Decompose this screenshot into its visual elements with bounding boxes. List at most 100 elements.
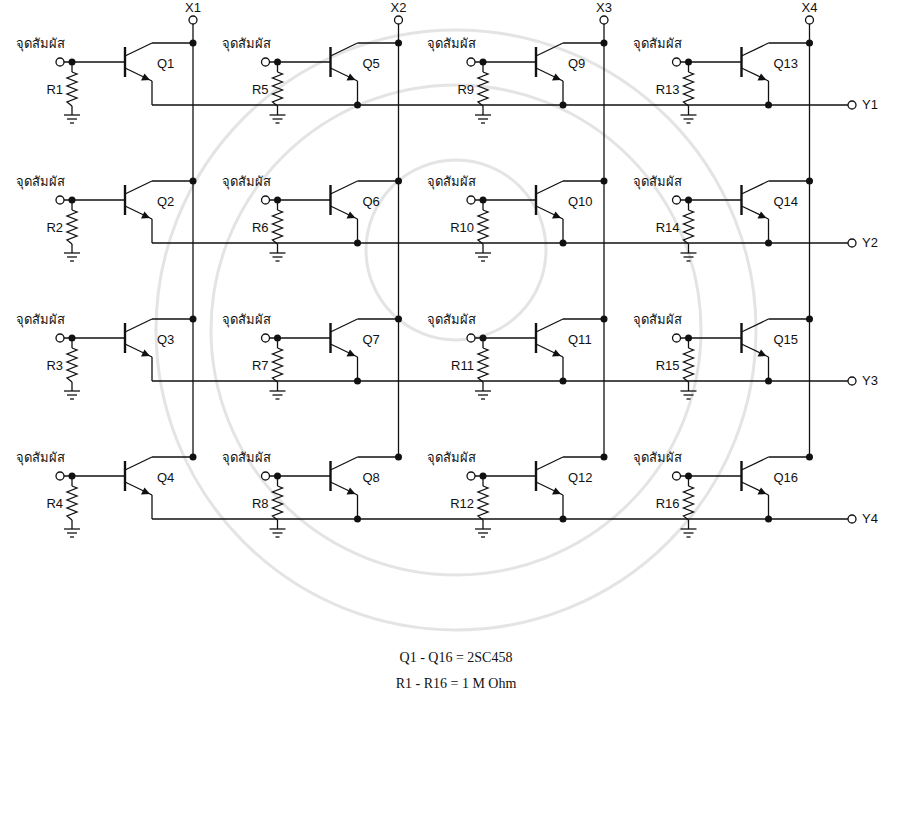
- emitter-wire: [357, 219, 358, 243]
- resistor-label: R12: [450, 496, 474, 511]
- row-line-y: [152, 380, 848, 381]
- collector-wire: [563, 318, 604, 319]
- transistor-base-bar: [740, 185, 742, 215]
- resistor-label: R8: [252, 496, 269, 511]
- emitter-wire: [357, 495, 358, 519]
- ground-symbol: [684, 118, 694, 119]
- transistor-base-bar: [740, 47, 742, 77]
- resistor-lead: [71, 476, 72, 486]
- transistor-collector: [331, 319, 358, 332]
- resistor-symbol: [478, 348, 488, 382]
- ground-symbol: [70, 398, 74, 399]
- emitter-wire: [562, 219, 563, 243]
- transistor-collector: [125, 181, 152, 194]
- transistor-label: Q9: [568, 56, 585, 71]
- ground-symbol: [684, 256, 694, 257]
- emitter-wire: [562, 357, 563, 381]
- resistor-symbol: [67, 486, 77, 520]
- row-line-y: [152, 242, 848, 243]
- terminal: [56, 334, 64, 342]
- resistor-lead: [482, 520, 483, 529]
- emitter-arrow: [141, 74, 150, 81]
- touch-point-label: จุดสัมผัส: [16, 450, 65, 465]
- transistor-label: Q16: [774, 470, 799, 485]
- resistor-symbol: [684, 72, 694, 106]
- terminal: [467, 196, 475, 204]
- terminal: [189, 16, 197, 24]
- ground-symbol: [475, 114, 491, 115]
- resistor-lead: [688, 382, 689, 391]
- ground-symbol: [64, 252, 80, 253]
- transistor-base-bar: [329, 185, 331, 215]
- resistor-lead: [277, 62, 278, 72]
- column-line-x: [603, 24, 604, 457]
- resistor-lead: [688, 520, 689, 529]
- ground-symbol: [64, 390, 80, 391]
- emitter-arrow: [758, 488, 767, 495]
- ground-symbol: [273, 394, 283, 395]
- transistor-collector: [125, 43, 152, 56]
- transistor-collector: [331, 43, 358, 56]
- transistor-label: Q1: [157, 56, 174, 71]
- transistor-collector: [536, 43, 563, 56]
- row-line-y: [152, 518, 848, 519]
- ground-symbol: [64, 528, 80, 529]
- transistor-collector: [331, 457, 358, 470]
- ground-symbol: [70, 536, 74, 537]
- touch-point-label: จุดสัมผัส: [633, 36, 682, 51]
- ground-symbol: [475, 528, 491, 529]
- transistor-label: Q4: [157, 470, 174, 485]
- transistor-collector: [331, 181, 358, 194]
- ground-symbol: [67, 256, 77, 257]
- transistor-emitter: [125, 206, 152, 219]
- resistor-lead: [71, 62, 72, 72]
- resistor-lead: [688, 476, 689, 486]
- terminal: [848, 515, 856, 523]
- collector-wire: [769, 318, 810, 319]
- transistor-base-bar: [329, 323, 331, 353]
- transistor-emitter: [742, 482, 769, 495]
- transistor-emitter: [331, 206, 358, 219]
- transistor-base-bar: [740, 323, 742, 353]
- collector-wire: [563, 42, 604, 43]
- ground-symbol: [681, 252, 697, 253]
- ground-symbol: [270, 390, 286, 391]
- emitter-wire: [562, 81, 563, 105]
- resistor-label: R4: [46, 496, 63, 511]
- touch-point-label: จุดสัมผัส: [222, 36, 271, 51]
- transistor-label: Q3: [157, 332, 174, 347]
- emitter-wire: [151, 357, 152, 381]
- transistor-base-bar: [740, 461, 742, 491]
- collector-wire: [152, 456, 193, 457]
- resistor-lead: [277, 200, 278, 210]
- resistor-symbol: [273, 210, 283, 244]
- transistor-base-bar: [329, 47, 331, 77]
- collector-wire: [152, 42, 193, 43]
- emitter-arrow: [141, 350, 150, 357]
- transistor-collector: [742, 43, 769, 56]
- touch-point-label: จุดสัมผัส: [16, 174, 65, 189]
- resistor-lead: [482, 62, 483, 72]
- terminal: [673, 472, 681, 480]
- resistor-symbol: [67, 348, 77, 382]
- ground-symbol: [481, 536, 485, 537]
- emitter-wire: [768, 357, 769, 381]
- resistor-symbol: [273, 486, 283, 520]
- row-line-y: [152, 104, 848, 105]
- resistor-lead: [482, 382, 483, 391]
- column-label: X4: [802, 0, 818, 15]
- resistor-lead: [277, 520, 278, 529]
- ground-symbol: [687, 536, 691, 537]
- emitter-wire: [151, 81, 152, 105]
- transistor-emitter: [742, 344, 769, 357]
- resistor-label: R1: [46, 82, 63, 97]
- collector-wire: [152, 180, 193, 181]
- touch-point-label: จุดสัมผัส: [222, 174, 271, 189]
- touch-point-label: จุดสัมผัส: [222, 312, 271, 327]
- collector-wire: [563, 180, 604, 181]
- resistor-lead: [71, 200, 72, 210]
- transistor-emitter: [125, 68, 152, 81]
- touch-point-label: จุดสัมผัส: [633, 174, 682, 189]
- resistor-label: R16: [656, 496, 680, 511]
- ground-symbol: [478, 394, 488, 395]
